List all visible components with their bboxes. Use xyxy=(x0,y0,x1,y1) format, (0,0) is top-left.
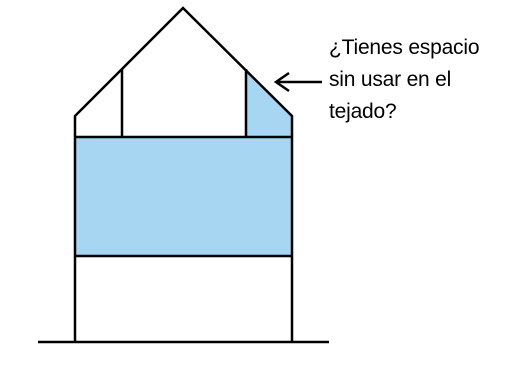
callout-arrow-head xyxy=(273,71,290,93)
caption-line-2: sin usar en el xyxy=(329,68,452,91)
unused-roof-space-highlight xyxy=(246,69,292,137)
roof-outline xyxy=(73,6,294,137)
caption-line-1: ¿Tienes espacio xyxy=(329,36,480,59)
caption-line-3: tejado? xyxy=(329,100,397,123)
callout-caption: ¿Tienes espacio sin usar en el tejado? xyxy=(329,32,514,128)
upper-floor-highlight xyxy=(75,137,292,256)
